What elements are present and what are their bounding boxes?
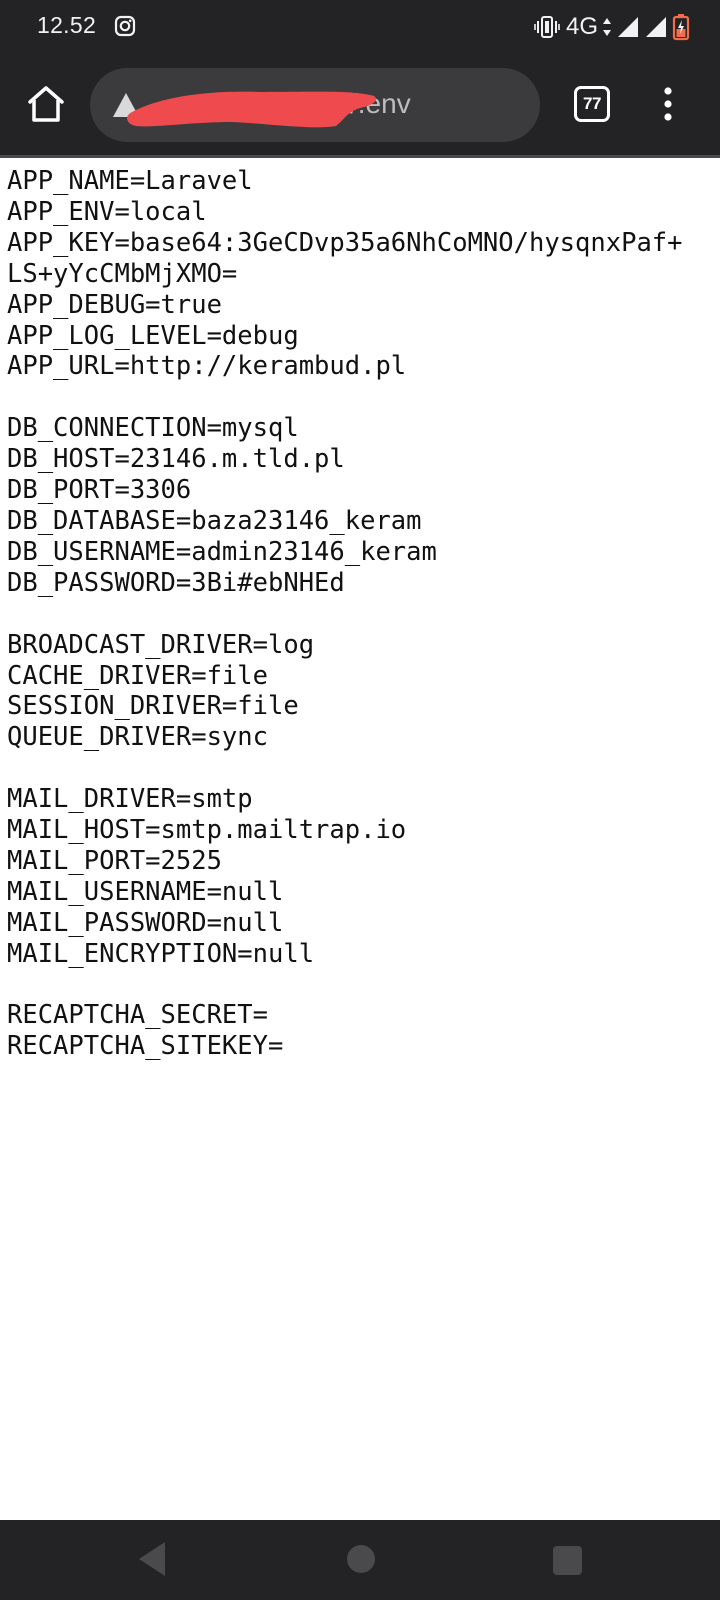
env-file-text: APP_NAME=Laravel APP_ENV=local APP_KEY=b… [0,158,720,1062]
env-line: APP_KEY=base64:3GeCDvp35a6NhCoMNO/hysqnx… [7,227,683,258]
env-line: QUEUE_DRIVER=sync [7,722,268,753]
env-line: DB_PORT=3306 [7,475,192,506]
env-line: MAIL_HOST=smtp.mailtrap.io [7,815,407,846]
env-line: MAIL_ENCRYPTION=null [7,938,315,969]
home-icon[interactable] [22,80,70,128]
page-content: APP_NAME=Laravel APP_ENV=local APP_KEY=b… [0,158,720,1520]
env-line: APP_NAME=Laravel [7,166,253,196]
env-line: DB_DATABASE=baza23146_keram [7,505,422,536]
overflow-menu-icon[interactable] [650,84,686,124]
env-line: RECAPTCHA_SITEKEY= [7,1031,284,1062]
env-line: DB_HOST=23146.m.tld.pl [7,444,345,475]
address-bar[interactable]: /.env [90,68,540,142]
env-line: RECAPTCHA_SECRET= [7,1000,268,1031]
status-time: 12.52 [37,12,97,38]
env-line: APP_LOG_LEVEL=debug [7,320,299,351]
env-line: APP_URL=http://kerambud.pl [7,351,407,382]
env-line: SESSION_DRIVER=file [7,691,299,722]
env-line: MAIL_USERNAME=null [7,876,284,907]
env-line: DB_CONNECTION=mysql [7,413,299,444]
signal-icon [646,17,666,37]
signal-icon [618,17,638,37]
toolbar-divider [0,155,720,158]
back-icon[interactable] [137,1540,167,1578]
status-icons: 4G [534,13,690,41]
env-line: APP_ENV=local [7,196,207,227]
browser-toolbar: /.env 77 [0,54,720,157]
env-line: LS+yYcCMbMjXMO= [7,258,238,289]
env-line: DB_USERNAME=admin23146_keram [7,536,437,567]
data-arrows-icon [603,18,611,36]
env-line: MAIL_PORT=2525 [7,845,222,876]
status-bar: 12.52 4G [0,0,720,54]
env-line: CACHE_DRIVER=file [7,660,268,691]
env-line: DB_PASSWORD=3Bi#ebNHEd [7,567,345,598]
vibrate-icon [534,16,560,38]
env-line: BROADCAST_DRIVER=log [7,629,315,660]
home-circle-icon[interactable] [347,1545,375,1573]
system-nav-bar [0,1520,720,1600]
env-line: MAIL_DRIVER=smtp [7,784,253,815]
env-line: MAIL_PASSWORD=null [7,907,284,938]
env-line: APP_DEBUG=true [7,289,222,320]
battery-charging-icon [672,14,690,41]
redaction-mark [127,91,377,128]
network-type: 4G [565,13,598,40]
tab-switcher-button[interactable]: 77 [574,86,610,122]
recents-icon[interactable] [553,1546,582,1575]
warning-icon[interactable] [112,92,140,118]
instagram-icon [114,15,136,37]
